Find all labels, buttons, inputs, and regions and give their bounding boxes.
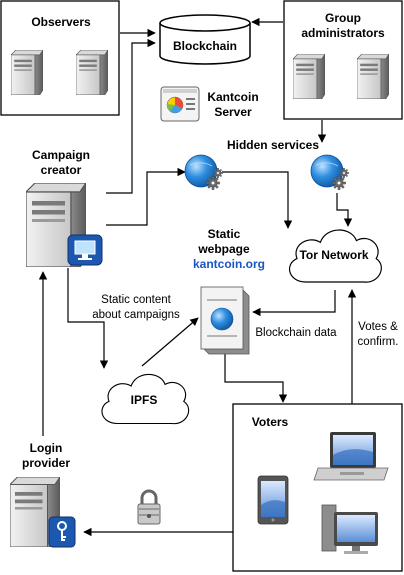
group-administrators-label-2: administrators: [301, 26, 385, 40]
server-icon: [293, 54, 325, 99]
static-webpage-label-2: webpage: [197, 242, 250, 256]
blockchain-data-label: Blockchain data: [255, 327, 337, 339]
campaign-creator-node: Campaign creator: [26, 148, 103, 267]
kantcoin-server-label-1: Kantcoin: [207, 90, 258, 104]
campaign-creator-label-2: creator: [41, 163, 82, 177]
voters-label: Voters: [252, 415, 289, 429]
edge-webpage-voters: [224, 353, 288, 403]
static-content-label-2: about campaigns: [92, 309, 180, 321]
tor-network-label: Tor Network: [299, 248, 368, 262]
edges: [38, 17, 357, 537]
monitor-icon: [321, 504, 378, 554]
chart-icon: [160, 86, 200, 122]
kantcoin-server-label-2: Server: [214, 105, 252, 119]
edge-hidden-left-tor: [222, 171, 293, 229]
observers-label: Observers: [31, 15, 91, 29]
monitor-badge-icon: [67, 234, 103, 266]
laptop-icon: [313, 432, 389, 481]
hidden-service-left: [184, 154, 223, 190]
database-icon: [159, 23, 251, 65]
edge-creator-blockchain: [106, 38, 156, 194]
webpage-url: kantcoin.org: [193, 257, 265, 271]
edge-labels: Static content about campaigns Blockchai…: [92, 294, 398, 348]
server-icon: [76, 50, 108, 95]
document-icon: [200, 286, 250, 355]
votes-label-1: Votes &: [358, 321, 398, 333]
key-icon: [48, 516, 76, 548]
gear-icon: [339, 168, 349, 178]
gear-icon: [206, 176, 220, 190]
tablet-icon: [257, 475, 289, 525]
hidden-services-label: Hidden services: [227, 138, 319, 152]
padlock-icon: [137, 489, 161, 525]
blockchain-node: Blockchain: [159, 14, 251, 65]
observers-node: Observers: [0, 0, 120, 116]
hidden-service-right: [310, 154, 349, 190]
campaign-creator-label-1: Campaign: [32, 148, 90, 162]
login-provider-label-2: provider: [22, 456, 70, 470]
gear-icon: [332, 176, 346, 190]
group-administrators-label-1: Group: [325, 11, 361, 25]
server-icon: [357, 54, 389, 99]
edge-creator-hidden-service: [106, 167, 186, 226]
gear-icon: [213, 168, 223, 178]
edge-creator-ipfs: [67, 268, 109, 369]
votes-label-2: confirm.: [358, 336, 399, 348]
ipfs-node: IPFS: [101, 373, 190, 425]
edge-ipfs-webpage: [141, 317, 199, 367]
static-content-label-1: Static content: [101, 294, 171, 306]
edge-hidden-right-tor: [336, 193, 353, 227]
edge-tor-webpage: [252, 290, 336, 317]
server-icon: [11, 50, 43, 95]
static-webpage-node: Static webpage kantcoin.org: [193, 227, 265, 355]
globe-icon: [210, 307, 234, 331]
login-provider-label-1: Login: [30, 441, 63, 455]
login-provider-node: Login provider: [10, 441, 76, 548]
voters-node: Voters: [232, 403, 403, 572]
static-webpage-label-1: Static: [208, 227, 241, 241]
group-administrators-node: Group administrators: [283, 0, 403, 120]
tor-network-node: Tor Network: [288, 229, 382, 283]
ipfs-label: IPFS: [131, 393, 158, 407]
blockchain-label: Blockchain: [173, 39, 237, 53]
kantcoin-server-node: Kantcoin Server: [160, 86, 259, 122]
